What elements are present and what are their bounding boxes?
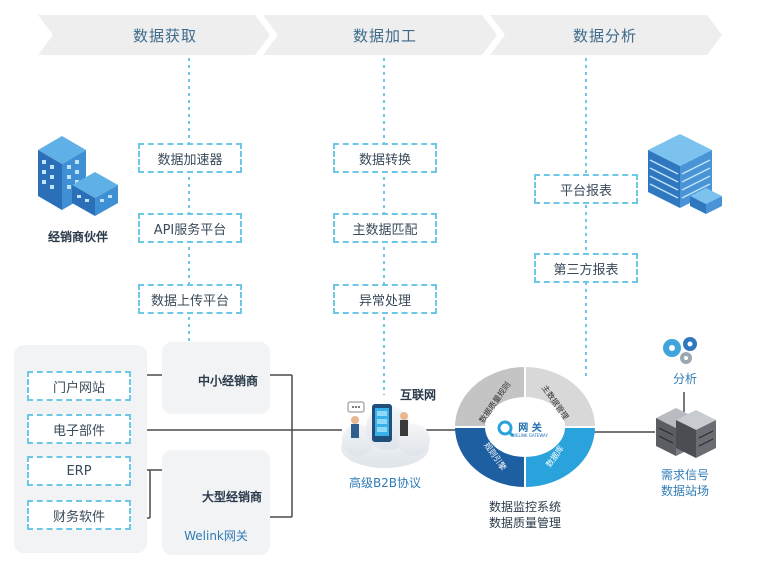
protocol-label: 高级B2B协议 [348,476,422,490]
datastation-line1: 需求信号 [660,468,709,482]
box-upload-platform: 数据上传平台 [138,284,242,314]
phase-label-processing: 数据加工 [352,27,417,45]
analytics-label: 分析 [672,372,697,386]
phase-chevron-2 [263,15,497,55]
datastation-line2: 数据站场 [660,484,709,498]
phase-chevron-1 [38,15,270,55]
small-distributor-label: 中小经销商 [197,374,258,388]
monitor-line1: 数据监控系统 [488,500,561,514]
partner-building-icon [38,136,118,216]
box-platform-report: 平台报表 [534,174,638,204]
small-distributor-panel [162,342,270,414]
gears-icon [663,337,697,364]
box-api-platform: API服务平台 [138,213,242,243]
ring-center-sub: WELINK GATEWAY [512,433,548,438]
large-distributor-label: 大型经销商 [201,490,262,504]
server-icon [656,408,716,458]
ring-center-title: 网 关 [518,423,542,434]
phase-label-acquisition: 数据获取 [132,27,197,45]
gateway-ring [455,367,595,487]
phase-chevron-3 [490,15,722,55]
box-data-accelerator: 数据加速器 [138,143,242,173]
internet-cloud-icon [341,401,430,468]
partner-label: 经销商伙伴 [47,230,108,244]
welink-gateway-label: Welink网关 [184,529,248,543]
enterprise-building-icon [648,134,722,214]
internet-label: 互联网 [399,388,436,402]
phase-label-analysis: 数据分析 [572,27,637,45]
source-finance-software: 财务软件 [27,500,131,530]
source-electronic-parts: 电子部件 [27,414,131,444]
large-distributor-panel [162,450,270,555]
box-master-data-match: 主数据匹配 [333,213,437,243]
source-erp: ERP [27,456,131,486]
monitor-line2: 数据质量管理 [488,516,561,530]
box-exception-handling: 异常处理 [333,284,437,314]
box-third-party-report: 第三方报表 [534,253,638,283]
source-portal: 门户网站 [27,371,131,401]
box-data-transform: 数据转换 [333,143,437,173]
